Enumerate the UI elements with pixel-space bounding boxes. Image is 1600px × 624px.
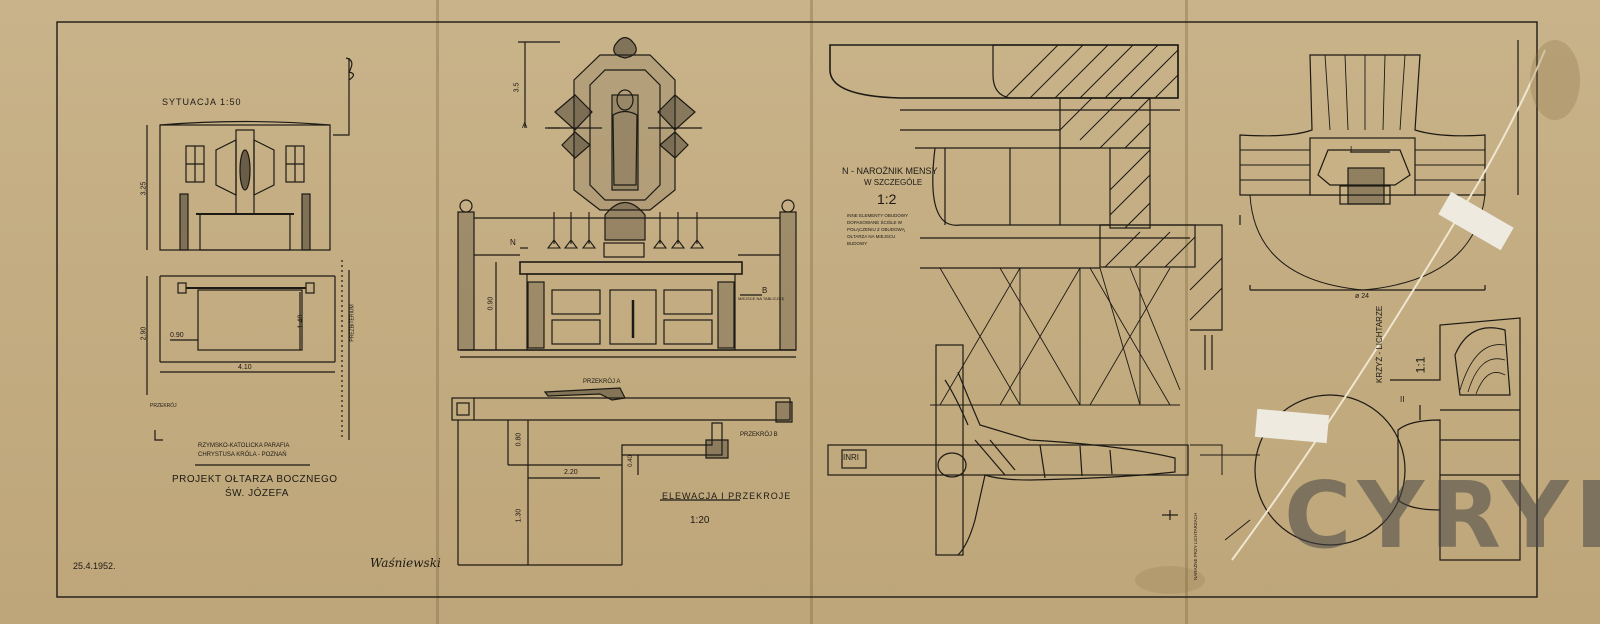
dim-small-2: 1.40: [297, 314, 305, 329]
drawing-date: 25.4.1952.: [73, 561, 116, 571]
dim-h1: 1.30: [515, 508, 523, 523]
dim-table-height: 0.90: [487, 296, 495, 311]
detail-scale: 1:2: [877, 191, 897, 207]
section-label-left: PRZEKRÓJ: [150, 403, 177, 409]
dim-small-1: 0.90: [170, 332, 184, 339]
marker-a: A: [522, 121, 528, 130]
detail-title-line-1: N - NAROŻNIK MENSY: [842, 166, 938, 176]
cross-scale: 1:1: [1413, 356, 1428, 374]
fold-line-3: [1185, 0, 1188, 624]
parish-line-2: CHRYSTUSA KRÓLA - POZNAŃ: [198, 452, 287, 458]
dim-h2: 0.80: [515, 432, 523, 447]
elevation-scale: 1:20: [690, 515, 710, 526]
dim-side: 0.40: [627, 455, 634, 467]
candle-note: NARAŻNE PRZY LICHTARZACH: [1193, 512, 1198, 580]
project-title-line-2: ŚW. JÓZEFA: [225, 488, 289, 499]
detail-note: INNE ELEMENTY OBUDOWY DOPASOWANE ŚCIŚLE …: [847, 213, 909, 246]
marker-n: N: [510, 238, 516, 247]
detail-title-line-2: W SZCZEGÓLE: [864, 178, 923, 187]
cross-candles-label: KRZYŻ - LICHTARZE: [1375, 305, 1384, 383]
dim-diameter: ø 24: [1355, 293, 1370, 300]
dim-plan-depth: 2.90: [140, 326, 148, 341]
presbytery-label: PREZBITERIUM: [349, 304, 356, 342]
section-a-label: PRZEKRÓJ A: [583, 379, 621, 385]
project-title-line-1: PROJEKT OŁTARZA BOCZNEGO: [172, 474, 338, 485]
signature: Waśniewski: [370, 556, 441, 570]
parish-line-1: RZYMSKO-KATOLICKA PARAFIA: [198, 443, 290, 449]
fold-line-1: [436, 0, 439, 624]
dim-w1: 2.20: [564, 469, 578, 476]
elevation-title: ELEWACJA I PRZEKROJE: [662, 491, 792, 501]
section-b-label: PRZEKRÓJ B: [740, 432, 778, 438]
dim-plan-width: 4.10: [238, 364, 252, 371]
cross-inri: INRI: [843, 453, 859, 462]
dim-top: 3.5: [513, 82, 521, 93]
marker-one: I: [1350, 145, 1353, 154]
marker-b: B: [762, 286, 768, 295]
dim-wall-height: 3.25: [140, 181, 148, 196]
fold-line-2: [810, 0, 813, 624]
side-note: MIEJSCE NA TABLICZKĘ: [738, 296, 785, 301]
marker-two: II: [1400, 395, 1405, 404]
situation-label: SYTUACJA 1:50: [162, 97, 242, 107]
watermark: CYRYL: [1284, 462, 1600, 569]
